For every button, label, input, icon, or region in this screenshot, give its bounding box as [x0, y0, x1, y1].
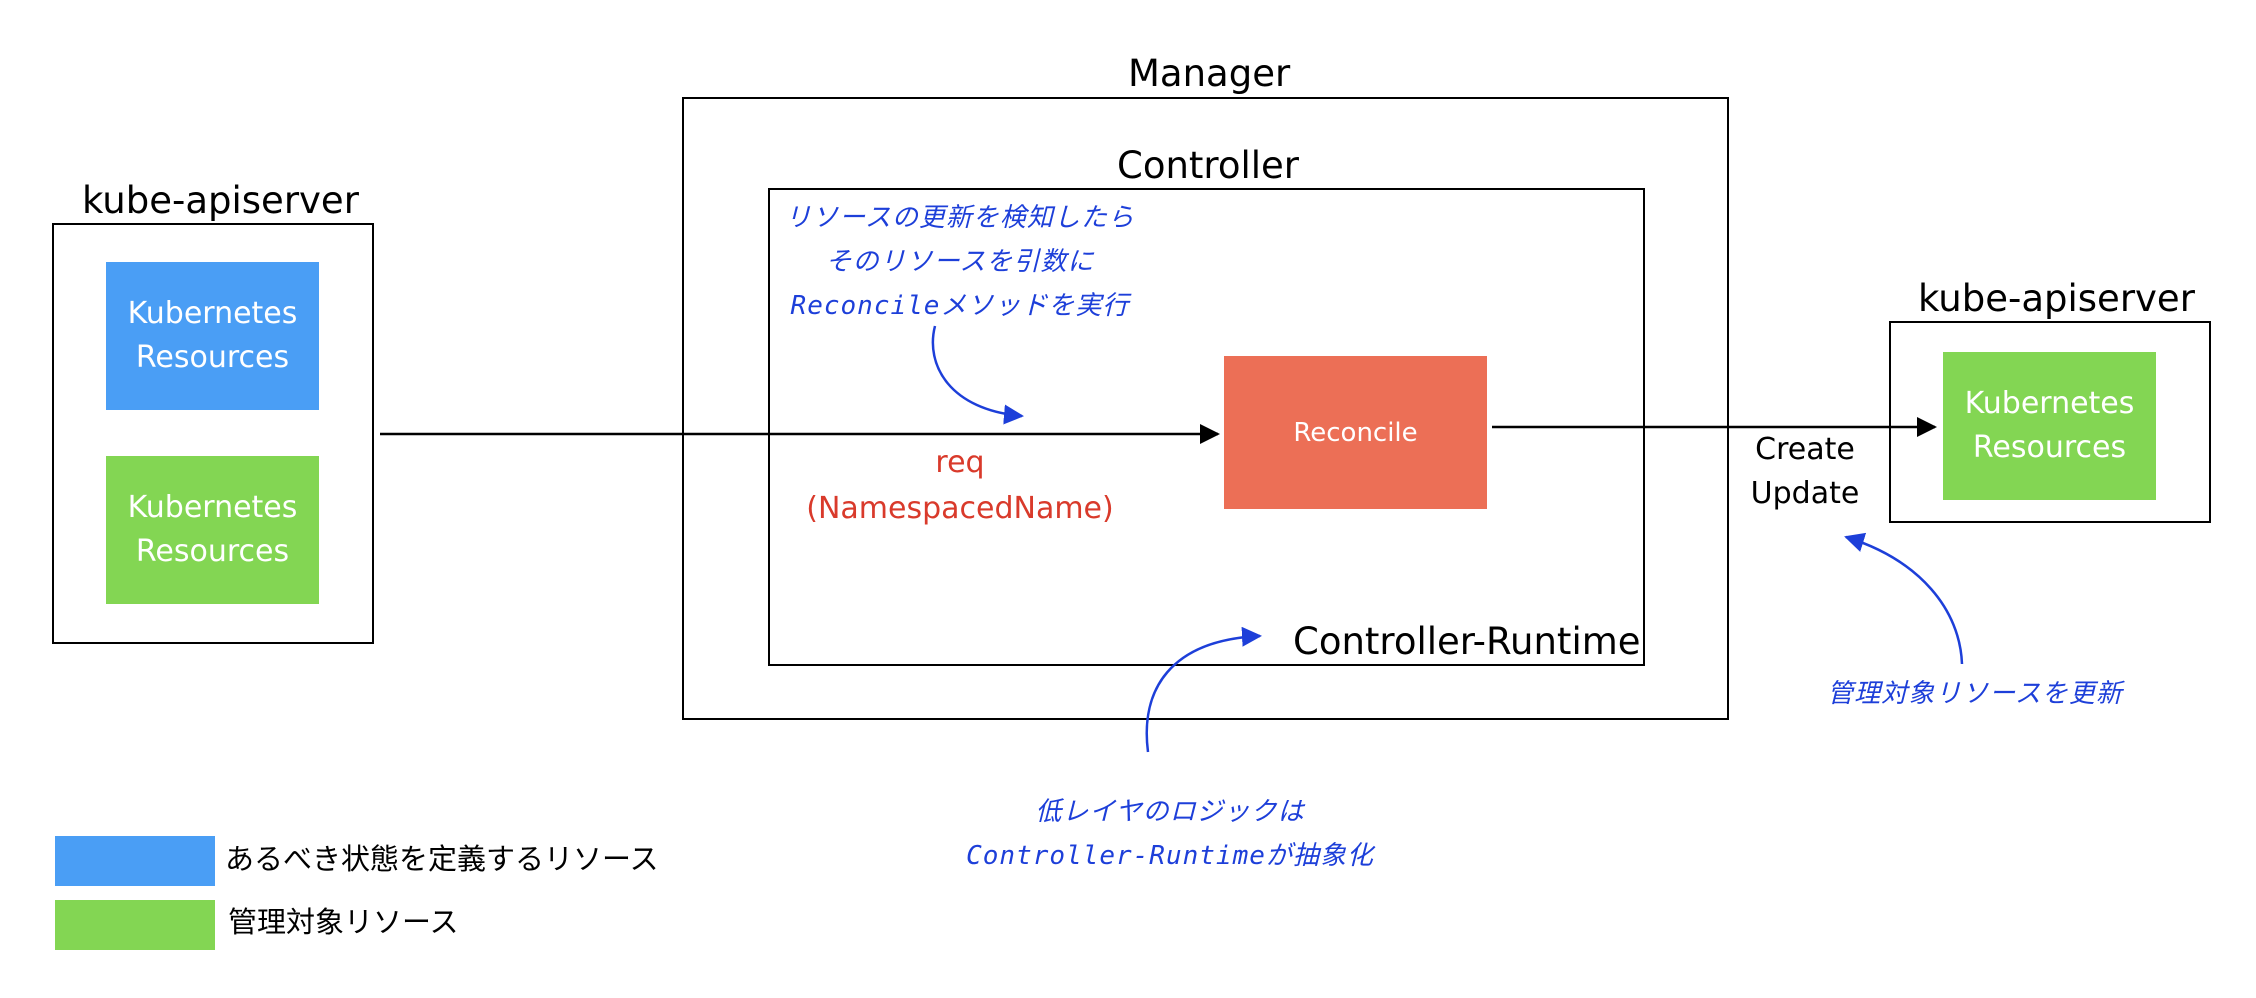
- resource-label-line1: Kubernetes: [127, 490, 298, 525]
- request-label-line1: req: [935, 445, 985, 480]
- legend-label-managed: 管理対象リソース: [228, 905, 459, 939]
- resource-label-line2: Resources: [135, 340, 290, 375]
- left-apiserver-box: [52, 223, 374, 644]
- annotation-line: リソースの更新を検知したら: [785, 203, 1135, 233]
- managed-resource-left: Kubernetes Resources: [106, 456, 319, 604]
- managed-resource-right: Kubernetes Resources: [1943, 352, 2156, 500]
- operation-label: Create Update: [1735, 428, 1875, 516]
- update-annotation: 管理対象リソースを更新: [1810, 672, 2140, 716]
- resource-label-line1: Kubernetes: [1964, 386, 2135, 421]
- runtime-annotation: 低レイヤのロジックは Controller-Runtimeが抽象化: [960, 790, 1380, 878]
- annotation-line: 低レイヤのロジックは: [1035, 797, 1305, 827]
- desired-state-resource: Kubernetes Resources: [106, 262, 319, 410]
- resource-label-line1: Kubernetes: [127, 296, 298, 331]
- operation-create: Create: [1755, 432, 1855, 467]
- reconcile-box: Reconcile: [1224, 356, 1487, 509]
- right-apiserver-box: [1889, 321, 2211, 523]
- resource-label-line2: Resources: [135, 534, 290, 569]
- runtime-note-arrow: [1145, 626, 1262, 753]
- legend-swatch-managed: [55, 900, 215, 950]
- reconcile-annotation: リソースの更新を検知したら そのリソースを引数に Reconcileメソッドを実…: [760, 196, 1160, 328]
- legend-swatch-desired: [55, 836, 215, 886]
- controller-title: Controller: [1117, 144, 1300, 187]
- legend-label-desired: あるべき状態を定義するリソース: [225, 842, 659, 876]
- left-apiserver-title: kube-apiserver: [82, 179, 359, 222]
- annotation-line: Reconcileメソッドを実行: [790, 291, 1130, 321]
- right-apiserver-title: kube-apiserver: [1918, 277, 2195, 320]
- manager-box: [682, 97, 1729, 720]
- reconcile-note-arrow: [931, 325, 1024, 425]
- annotation-line: Controller-Runtimeが抽象化: [966, 841, 1374, 871]
- annotation-line: そのリソースを引数に: [825, 247, 1095, 277]
- update-note-arrow: [1844, 532, 1964, 665]
- controller-runtime-label: Controller-Runtime: [1293, 620, 1641, 663]
- operation-update: Update: [1750, 476, 1860, 511]
- request-label-line2: (NamespacedName): [806, 491, 1114, 526]
- manager-title: Manager: [1128, 52, 1291, 95]
- reconcile-label: Reconcile: [1293, 417, 1418, 448]
- request-label: req (NamespacedName): [790, 440, 1130, 532]
- annotation-line: 管理対象リソースを更新: [1827, 679, 2123, 709]
- resource-label-line2: Resources: [1972, 430, 2127, 465]
